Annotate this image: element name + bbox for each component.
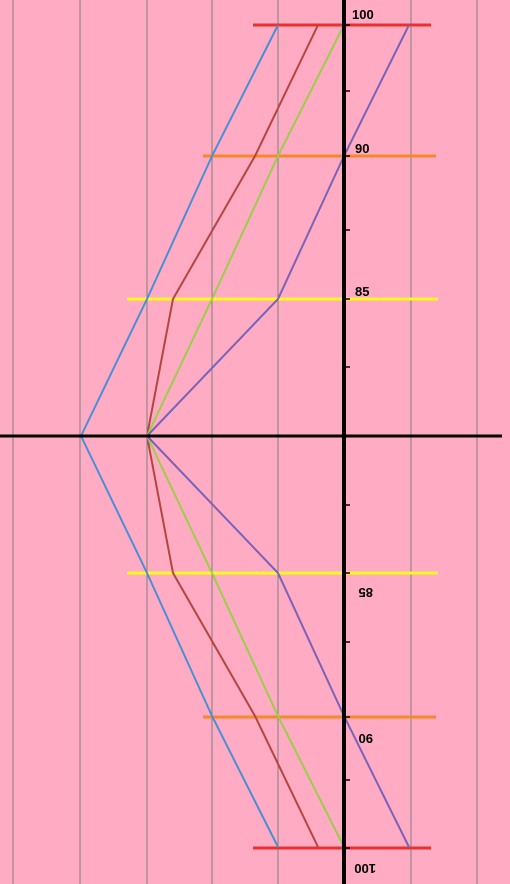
label-lower-100: 100: [354, 861, 376, 876]
line-red-upper: [146, 24, 319, 437]
line-green-lower: [146, 435, 345, 848]
label-upper-90: 90: [355, 141, 369, 156]
line-blue-upper: [80, 24, 279, 437]
level-labels: 100 90 85 85 90 100: [352, 7, 376, 876]
line-blue-lower: [80, 435, 279, 848]
label-lower-90: 90: [359, 731, 373, 746]
label-upper-85: 85: [355, 284, 369, 299]
line-red-lower: [146, 435, 319, 848]
label-upper-100: 100: [352, 7, 374, 22]
colored-lines: [80, 24, 410, 848]
vertical-gridlines: [12, 0, 478, 884]
label-lower-85: 85: [359, 585, 373, 600]
line-purple-upper: [146, 24, 410, 437]
line-green-upper: [146, 24, 345, 437]
line-purple-lower: [146, 435, 410, 848]
